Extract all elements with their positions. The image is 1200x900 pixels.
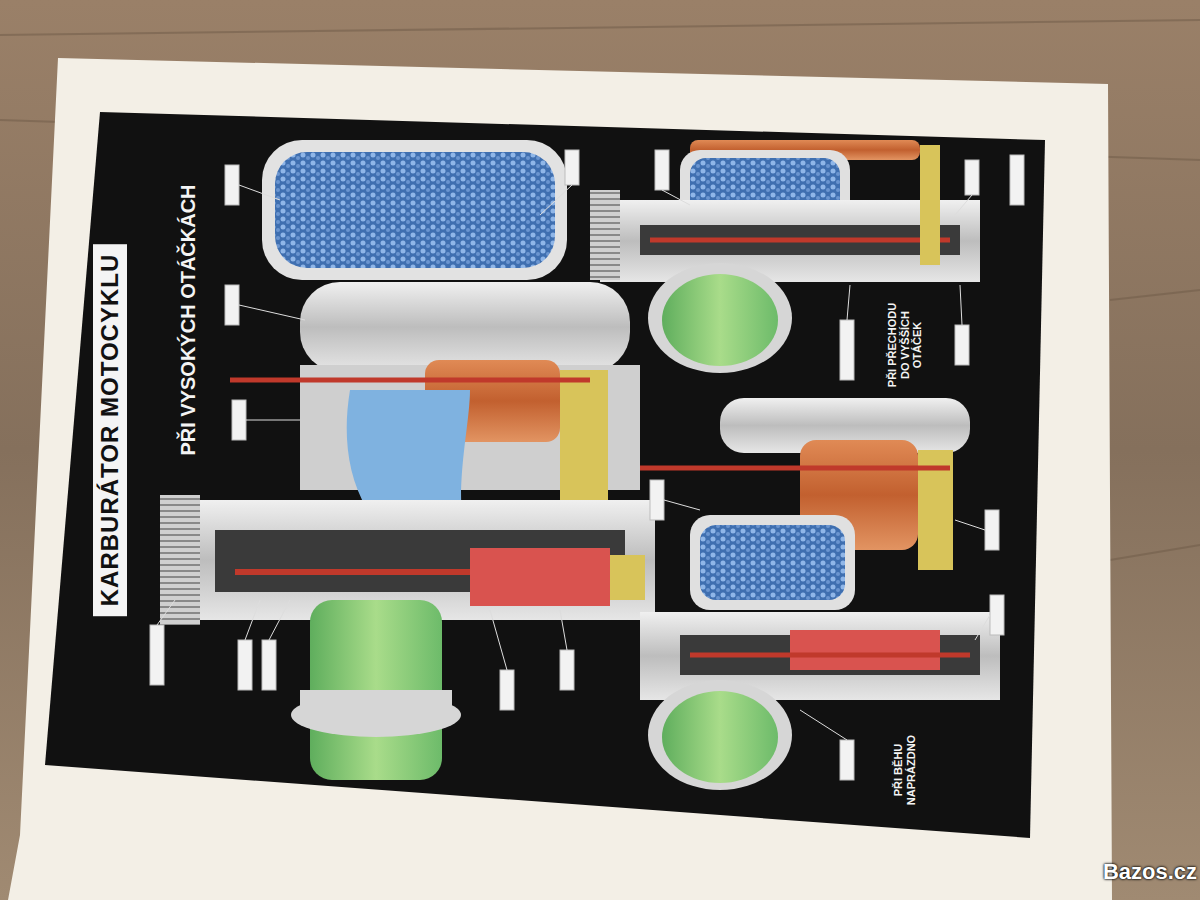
label-holder: PŘI BĚHU NAPRÁZDNO — [892, 730, 917, 810]
poster-title: KARBURÁTOR MOTOCYKLU — [93, 244, 127, 616]
state-label: PŘI PŘECHODU DO VYŠŠÍCH OTÁČEK — [886, 299, 924, 391]
state-heading: PŘI VYSOKÝCH OTÁČKÁCH — [177, 184, 200, 455]
title-holder: KARBURÁTOR MOTOCYKLU — [93, 244, 127, 616]
label-holder: Bazos.cz — [1103, 859, 1197, 884]
label-holder: PŘI PŘECHODU DO VYŠŠÍCH OTÁČEK — [886, 299, 924, 391]
state-label: PŘI BĚHU NAPRÁZDNO — [892, 730, 917, 810]
label-holder: PŘI VYSOKÝCH OTÁČKÁCH — [177, 184, 200, 455]
watermark: Bazos.cz — [1103, 859, 1197, 884]
